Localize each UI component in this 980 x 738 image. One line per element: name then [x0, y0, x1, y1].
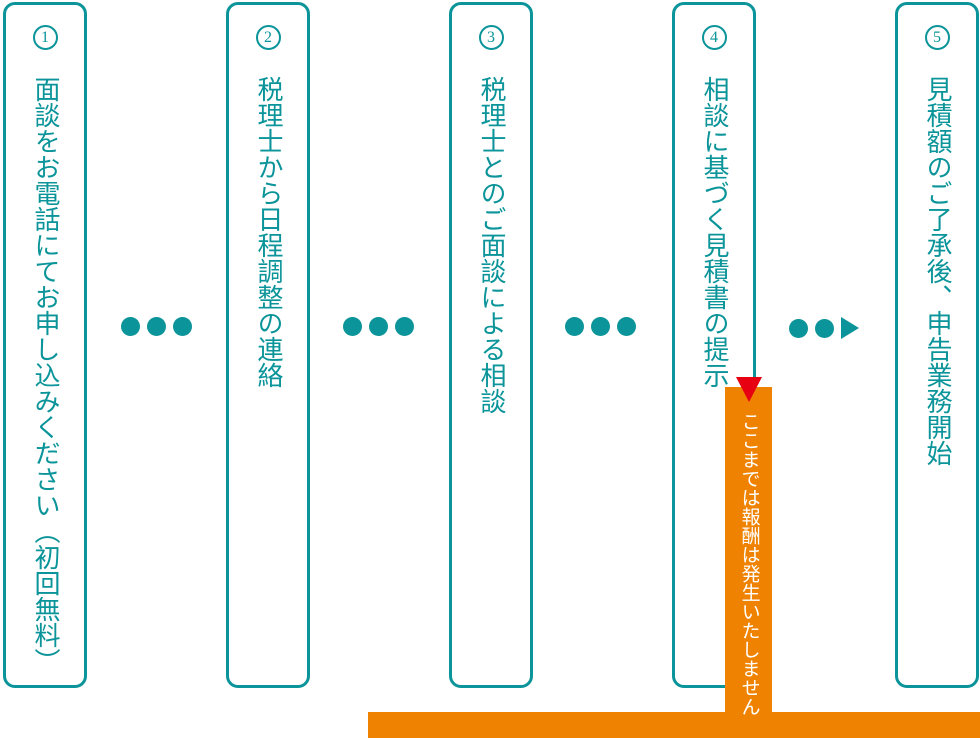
- step-number-5: 5: [924, 25, 950, 50]
- step-number-2: 2: [255, 25, 281, 50]
- flow-dots-arrow: [789, 317, 859, 339]
- down-arrow-icon: [735, 377, 762, 402]
- step-label-1: 面談をお電話にてお申し込みください（初回無料）: [31, 76, 60, 674]
- step-box-5: 5 見積額のご了承後、申告業務開始: [895, 2, 979, 688]
- dot-icon: [789, 318, 808, 338]
- dot-icon: [121, 317, 140, 336]
- step-box-4: 4 相談に基づく見積書の提示: [672, 2, 756, 688]
- dot-icon: [395, 317, 414, 336]
- step-number-4: 4: [701, 25, 727, 50]
- dot-icon: [591, 317, 610, 336]
- step-box-3: 3 税理士とのご面談による相談: [449, 2, 533, 688]
- free-period-bar: [368, 712, 980, 738]
- dot-icon: [617, 317, 636, 336]
- step-label-2: 税理士から日程調整の連絡: [254, 76, 283, 388]
- free-banner-label: ここまでは報酬は発生いたしません: [738, 412, 760, 716]
- step-label-4: 相談に基づく見積書の提示: [700, 76, 729, 388]
- dot-icon: [173, 317, 192, 336]
- dot-icon: [815, 318, 834, 338]
- arrow-right-icon: [841, 317, 859, 339]
- step-box-1: 1 面談をお電話にてお申し込みください（初回無料）: [3, 2, 87, 688]
- dot-icon: [147, 317, 166, 336]
- flow-dots-2: [343, 317, 414, 336]
- free-period-banner: ここまでは報酬は発生いたしません: [725, 377, 772, 738]
- step-label-5: 見積額のご了承後、申告業務開始: [923, 76, 952, 466]
- step-box-2: 2 税理士から日程調整の連絡: [226, 2, 310, 688]
- dot-icon: [565, 317, 584, 336]
- step-number-1: 1: [32, 25, 58, 50]
- step-label-3: 税理士とのご面談による相談: [477, 76, 506, 414]
- flow-dots-3: [565, 317, 636, 336]
- dot-icon: [343, 317, 362, 336]
- flow-dots-1: [121, 317, 192, 336]
- dot-icon: [369, 317, 388, 336]
- step-number-3: 3: [478, 25, 504, 50]
